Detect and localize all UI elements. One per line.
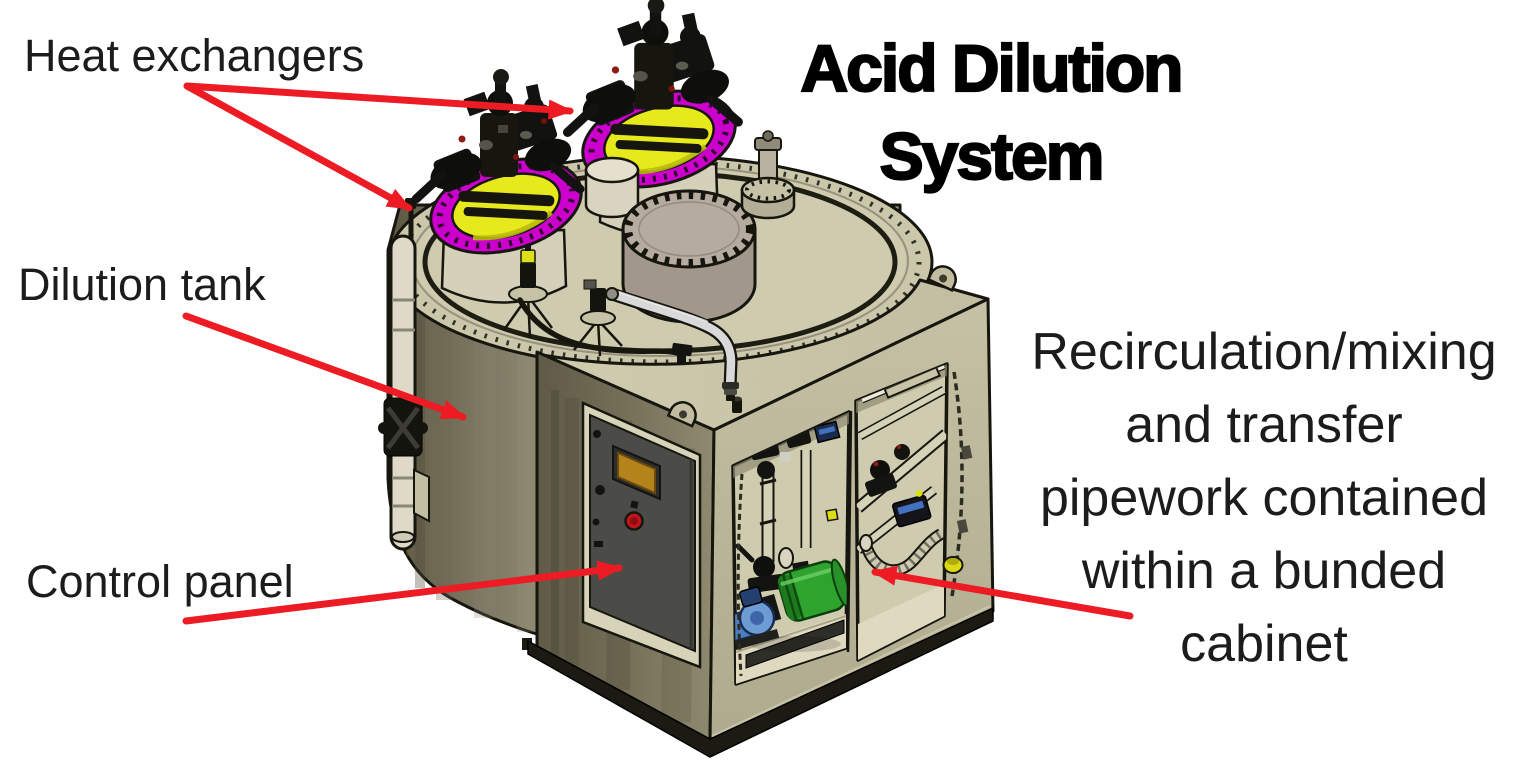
manhole-lid bbox=[621, 189, 757, 324]
label-bunded-cabinet: Recirculation/mixing and transfer pipewo… bbox=[1031, 323, 1497, 673]
pump-head bbox=[733, 586, 780, 650]
annotation-arrows bbox=[182, 82, 1134, 625]
bunded-cabinet bbox=[522, 265, 995, 758]
page-title-line1: Acid Dilution bbox=[799, 30, 1184, 106]
page-title: Acid Dilution System bbox=[691, 24, 1291, 200]
pipe-bracket bbox=[413, 468, 430, 523]
label-dilution-tank: Dilution tank bbox=[18, 259, 266, 310]
label-control-panel: Control panel bbox=[26, 556, 294, 607]
control-panel bbox=[581, 401, 702, 669]
door-gasket-left bbox=[736, 473, 744, 677]
cabinet-door-left bbox=[731, 410, 851, 686]
top-flange-fitting bbox=[740, 130, 796, 220]
arrow-control-panel bbox=[182, 560, 623, 625]
arrow-heat-exchanger-right bbox=[183, 82, 574, 120]
cabinet-door-right bbox=[854, 362, 973, 662]
drain-cap bbox=[942, 556, 964, 574]
recirculation-pump bbox=[733, 558, 849, 650]
chrome-pipe bbox=[605, 287, 739, 401]
lifting-lug-right bbox=[926, 265, 957, 292]
arrow-dilution-tank bbox=[182, 312, 467, 421]
arrow-heat-exchanger-left bbox=[183, 82, 413, 212]
base-skid bbox=[522, 605, 994, 758]
arrow-bunded-cabinet bbox=[871, 565, 1134, 620]
lifting-lug-front bbox=[666, 401, 697, 428]
valve-cluster-right bbox=[562, 0, 743, 138]
hmi-screen bbox=[612, 444, 661, 501]
door-mullion bbox=[846, 410, 853, 653]
vent-cap bbox=[584, 156, 640, 219]
valve-actuator bbox=[892, 489, 932, 528]
transfer-hose bbox=[517, 297, 693, 366]
label-heat-exchangers: Heat exchangers bbox=[24, 30, 365, 81]
page-title-line2: System bbox=[878, 118, 1105, 194]
pump-motor bbox=[777, 558, 849, 622]
dilution-tank bbox=[378, 0, 934, 654]
cabinet-top bbox=[535, 278, 990, 432]
level-fittings bbox=[502, 244, 623, 357]
valve-cluster-left bbox=[411, 69, 585, 204]
